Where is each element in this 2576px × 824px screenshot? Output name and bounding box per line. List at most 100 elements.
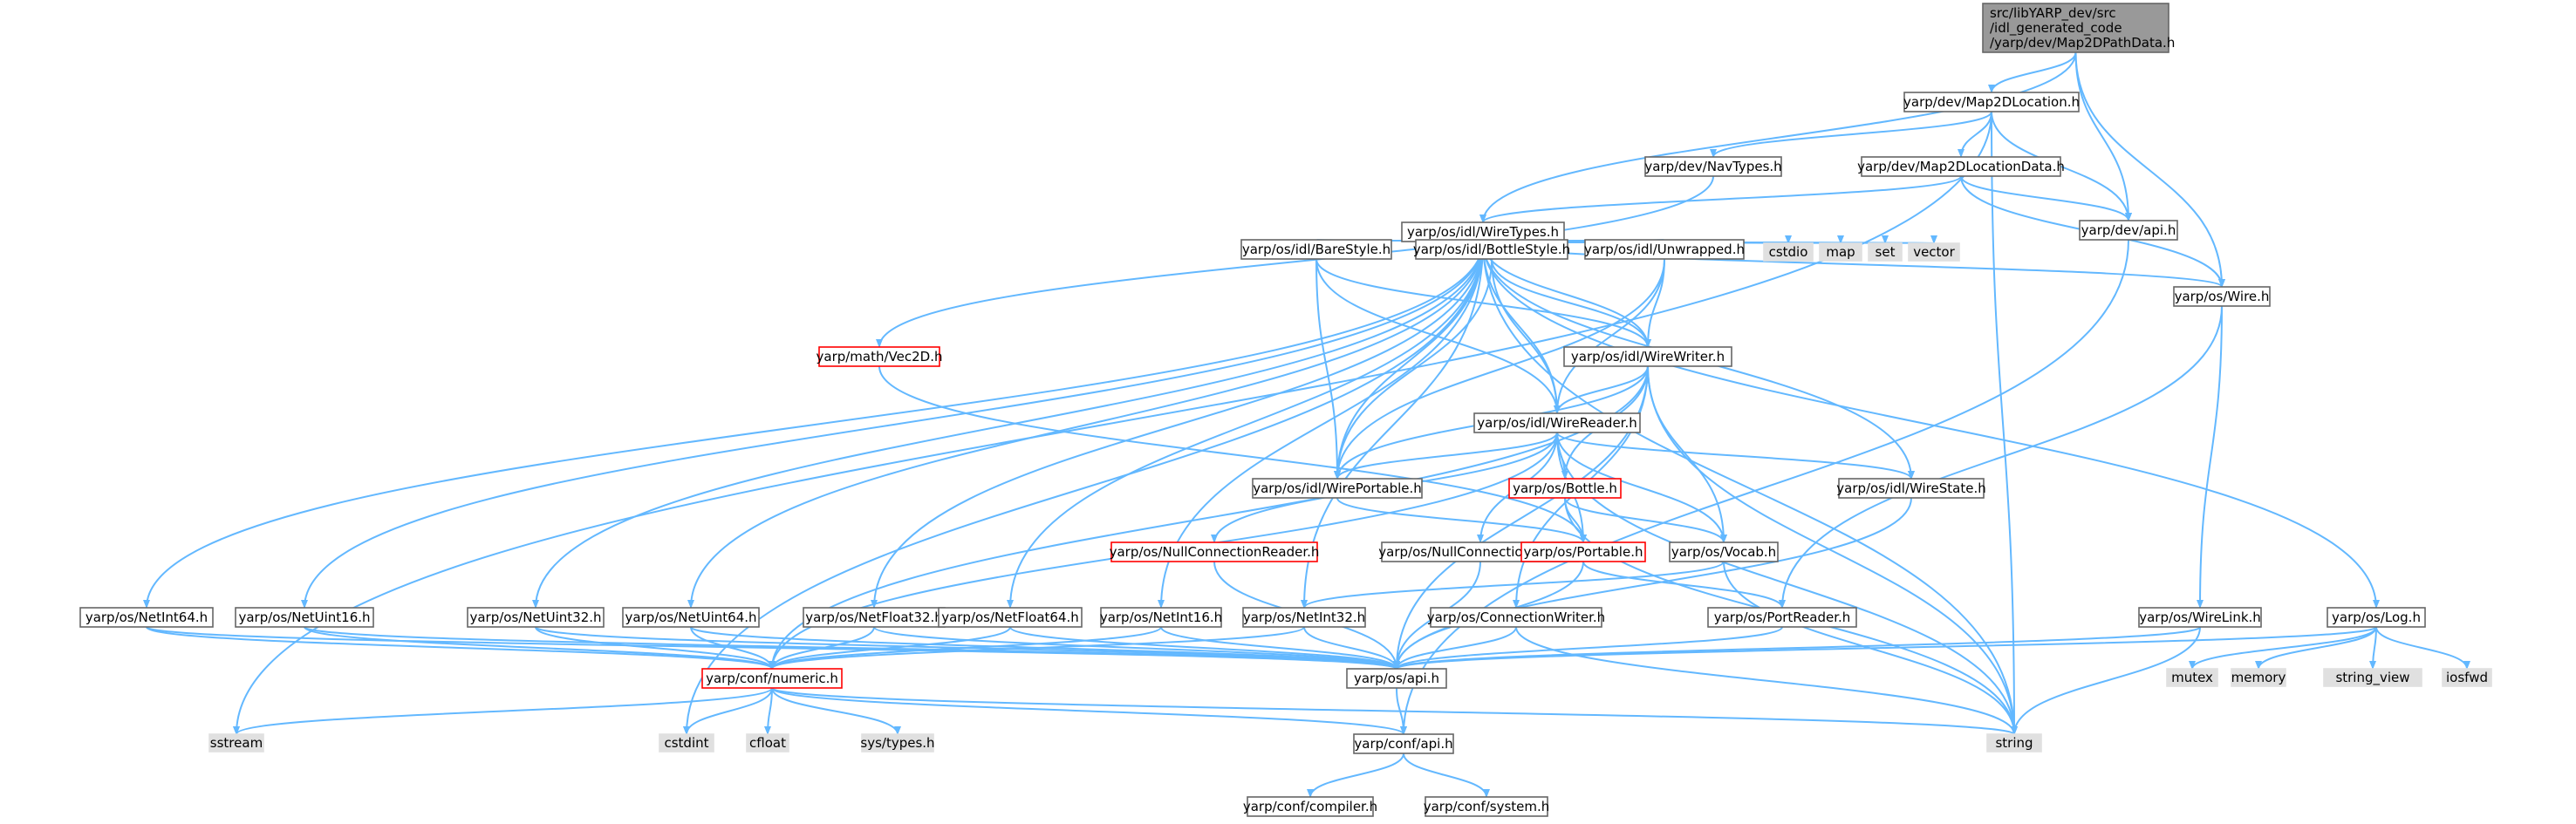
node-label: yarp/conf/system.h xyxy=(1424,799,1550,814)
node-string_view: string_view xyxy=(2323,668,2422,687)
edge-wirewriter-to-wirereader xyxy=(1554,365,1649,414)
node-box xyxy=(1763,242,1814,262)
node-netuint16[interactable]: yarp/os/NetUint16.h xyxy=(235,607,374,628)
node-wire[interactable]: yarp/os/Wire.h xyxy=(2173,286,2271,307)
edge-wiretypes-to-netfloat64 xyxy=(1007,241,1484,609)
edge-wiretypes-to-netfloat32 xyxy=(871,241,1484,609)
node-label: cstdint xyxy=(664,735,708,751)
node-compiler[interactable]: yarp/conf/compiler.h xyxy=(1243,796,1377,817)
node-label: cfloat xyxy=(749,735,786,751)
node-root[interactable]: src/libYARP_dev/src/idl_generated_code/y… xyxy=(1982,3,2175,53)
node-box xyxy=(2442,668,2492,687)
node-netuint32[interactable]: yarp/os/NetUint32.h xyxy=(467,607,605,628)
node-box xyxy=(1100,607,1222,628)
node-portable[interactable]: yarp/os/Portable.h xyxy=(1520,541,1646,562)
node-netint32[interactable]: yarp/os/NetInt32.h xyxy=(1242,607,1366,628)
node-unwrapped[interactable]: yarp/os/idl/Unwrapped.h xyxy=(1584,239,1745,260)
edge-map2dloc-to-navtypes xyxy=(1710,111,1992,158)
node-box xyxy=(1242,607,1366,628)
edge-netint16-to-osapi xyxy=(1160,626,1400,670)
node-barestyle[interactable]: yarp/os/idl/BareStyle.h xyxy=(1240,239,1392,260)
edge-netuint16-to-numeric xyxy=(304,626,776,670)
node-wireportable[interactable]: yarp/os/idl/WirePortable.h xyxy=(1252,478,1423,499)
edge-root-to-devapi xyxy=(2074,51,2132,221)
node-box xyxy=(938,607,1083,628)
edge-vocab-to-netint32 xyxy=(1301,561,1725,609)
node-box xyxy=(79,607,214,628)
edge-bottlestyle-to-wirewriter xyxy=(1491,258,1651,348)
edge-numeric-to-systypes xyxy=(771,687,901,735)
node-connwriter[interactable]: yarp/os/ConnectionWriter.h xyxy=(1427,607,1605,628)
node-osapi[interactable]: yarp/os/api.h xyxy=(1346,668,1447,689)
node-box xyxy=(2138,607,2262,628)
node-wirereader[interactable]: yarp/os/idl/WireReader.h xyxy=(1473,412,1641,433)
node-label: cstdio xyxy=(1769,244,1808,260)
node-label: yarp/os/Vocab.h xyxy=(1671,544,1776,560)
node-vocab[interactable]: yarp/os/Vocab.h xyxy=(1669,541,1779,562)
edge-wirereader-to-string xyxy=(1556,432,2018,735)
node-box xyxy=(1707,607,1857,628)
edge-netfloat32-to-osapi xyxy=(873,626,1400,670)
edge-connwriter-to-string xyxy=(1515,626,2018,735)
node-box xyxy=(1415,239,1568,260)
edge-numeric-to-sstream xyxy=(233,687,773,735)
node-numeric[interactable]: yarp/conf/numeric.h xyxy=(701,668,843,689)
node-box xyxy=(1520,541,1646,562)
node-box xyxy=(467,607,605,628)
node-iosfwd: iosfwd xyxy=(2442,668,2492,687)
node-box xyxy=(1838,478,1985,499)
node-system[interactable]: yarp/conf/system.h xyxy=(1424,796,1550,817)
edge-root-to-map2dloc xyxy=(1988,51,2077,93)
node-label: yarp/os/NullConnectionReader.h xyxy=(1110,544,1320,560)
node-label: sys/types.h xyxy=(860,735,934,751)
node-bottlestyle[interactable]: yarp/os/idl/BottleStyle.h xyxy=(1413,239,1570,260)
node-bottle[interactable]: yarp/os/Bottle.h xyxy=(1508,478,1622,499)
node-log[interactable]: yarp/os/Log.h xyxy=(2327,607,2426,628)
edge-wiretypes-to-netint64 xyxy=(143,241,1484,609)
node-map2dlocdata[interactable]: yarp/dev/Map2DLocationData.h xyxy=(1857,156,2065,177)
node-label: yarp/os/idl/WireWriter.h xyxy=(1571,349,1725,364)
node-confapi[interactable]: yarp/conf/api.h xyxy=(1353,733,1454,754)
node-label: string_view xyxy=(2335,670,2409,686)
node-label: yarp/math/Vec2D.h xyxy=(817,349,943,364)
node-box xyxy=(1240,239,1392,260)
node-box xyxy=(1563,346,1732,367)
node-box xyxy=(1584,239,1745,260)
edge-wiretypes-to-netint16 xyxy=(1158,241,1484,609)
node-devapi[interactable]: yarp/dev/api.h xyxy=(2079,220,2178,241)
edge-connwriter-to-osapi xyxy=(1393,626,1517,670)
node-portreader[interactable]: yarp/os/PortReader.h xyxy=(1707,607,1857,628)
node-cfloat: cfloat xyxy=(746,733,789,752)
node-netuint64[interactable]: yarp/os/NetUint64.h xyxy=(622,607,760,628)
node-vec2d[interactable]: yarp/math/Vec2D.h xyxy=(817,346,943,367)
edge-confapi-to-system xyxy=(1403,752,1490,798)
node-map2dloc[interactable]: yarp/dev/Map2DLocation.h xyxy=(1903,92,2080,112)
edge-barestyle-to-wirereader xyxy=(1315,258,1561,414)
edge-vec2d-to-portable xyxy=(878,365,1587,543)
node-cstdio: cstdio xyxy=(1763,242,1814,262)
node-navtypes[interactable]: yarp/dev/NavTypes.h xyxy=(1644,156,1782,177)
node-box xyxy=(1861,156,2061,177)
node-wirestate[interactable]: yarp/os/idl/WireState.h xyxy=(1836,478,1986,499)
node-box xyxy=(2231,668,2286,687)
node-label: yarp/os/idl/Unwrapped.h xyxy=(1584,242,1745,257)
node-label: yarp/os/idl/BareStyle.h xyxy=(1242,242,1390,257)
node-box xyxy=(235,607,374,628)
node-netfloat64[interactable]: yarp/os/NetFloat64.h xyxy=(938,607,1083,628)
node-box xyxy=(1346,668,1447,689)
node-wirewriter[interactable]: yarp/os/idl/WireWriter.h xyxy=(1563,346,1732,367)
node-nullreader[interactable]: yarp/os/NullConnectionReader.h xyxy=(1110,541,1320,562)
node-label: yarp/os/NetInt32.h xyxy=(1243,609,1365,625)
edge-wiretypes-to-netuint16 xyxy=(301,241,1484,609)
node-netint16[interactable]: yarp/os/NetInt16.h xyxy=(1100,607,1222,628)
node-wirelink[interactable]: yarp/os/WireLink.h xyxy=(2138,607,2262,628)
node-netfloat32[interactable]: yarp/os/NetFloat32.h xyxy=(803,607,946,628)
edge-log-to-mutex xyxy=(2189,626,2377,670)
edge-wiretypes-to-netuint64 xyxy=(687,241,1484,609)
node-label: yarp/os/idl/WireReader.h xyxy=(1477,415,1637,431)
node-set: set xyxy=(1868,242,1903,262)
node-wiretypes[interactable]: yarp/os/idl/WireTypes.h xyxy=(1401,221,1565,242)
edge-netfloat64-to-osapi xyxy=(1009,626,1400,670)
node-netint64[interactable]: yarp/os/NetInt64.h xyxy=(79,607,214,628)
node-label: yarp/os/NetInt64.h xyxy=(85,609,208,625)
